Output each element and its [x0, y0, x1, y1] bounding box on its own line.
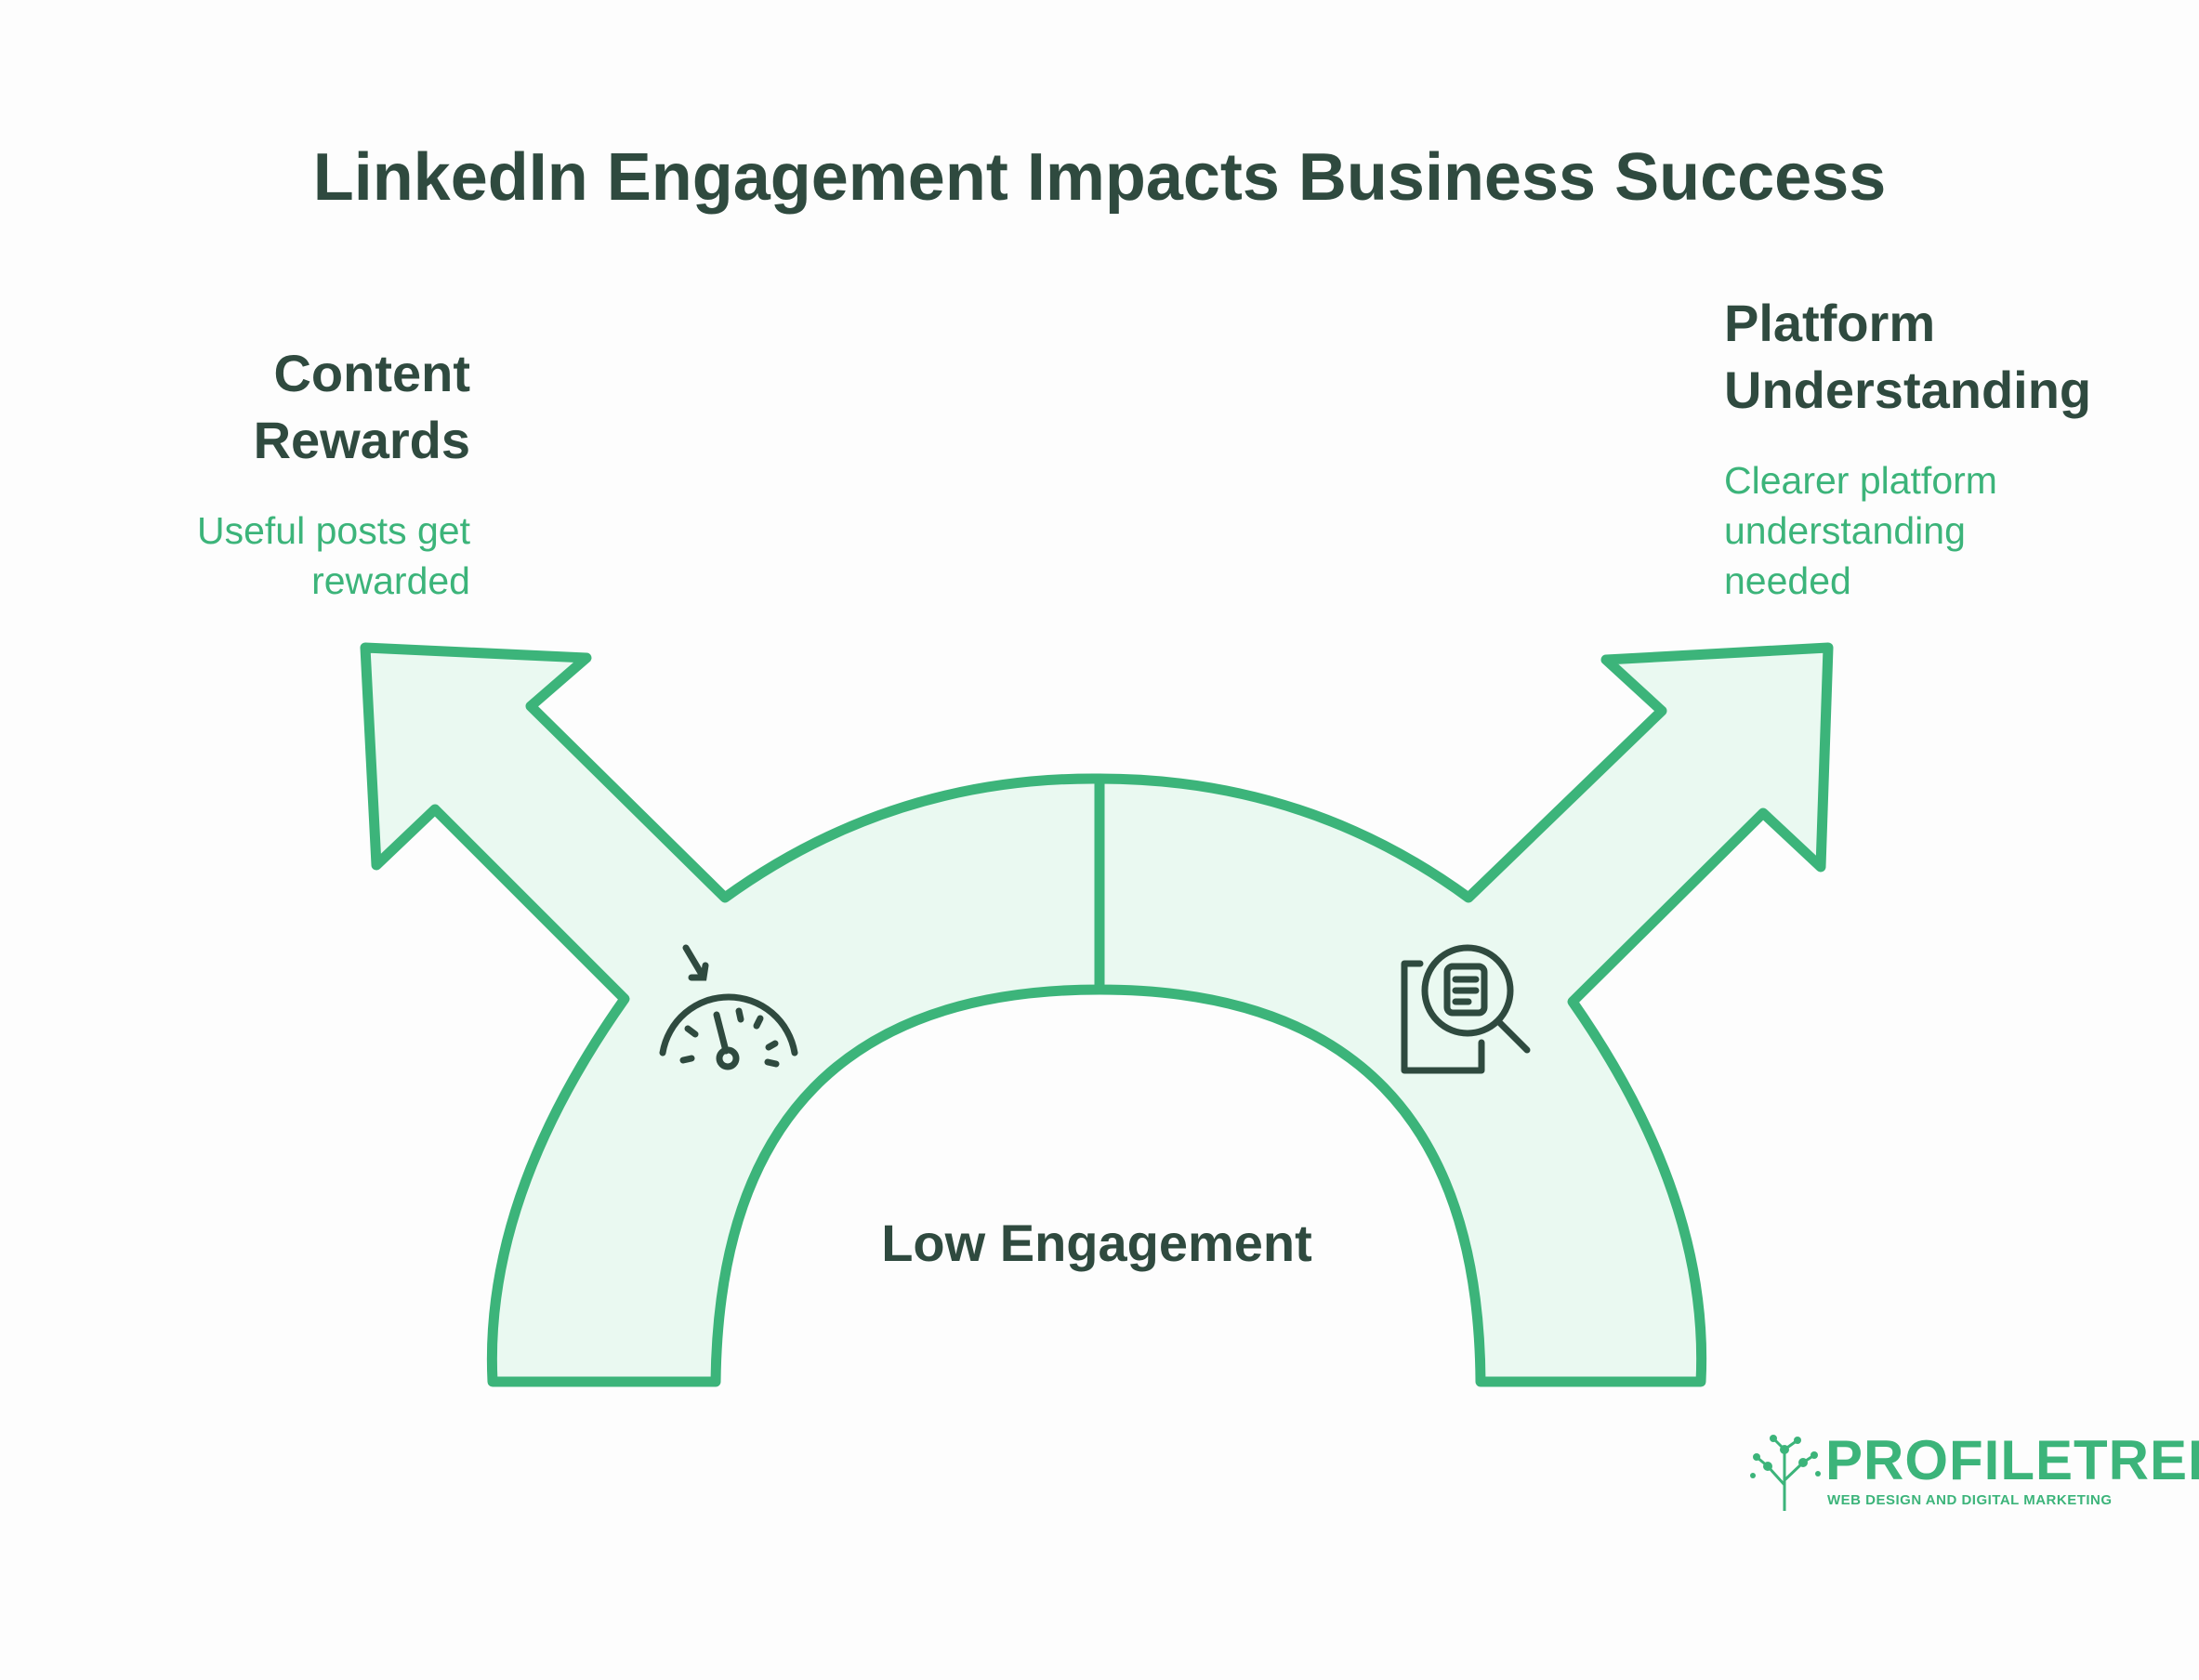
desc-line: rewarded: [311, 559, 470, 602]
logo-tagline: WEB DESIGN AND DIGITAL MARKETING: [1827, 1492, 2113, 1508]
desc-line: understanding: [1724, 509, 1966, 552]
title-line: Content: [273, 344, 470, 402]
tree-logo-icon: [1750, 1435, 1821, 1511]
title-line: Understanding: [1724, 361, 2092, 419]
desc-line: Clearer platform: [1724, 459, 1997, 502]
branch-title-content-rewards: Content Rewards: [80, 340, 470, 474]
branch-title-platform-understanding: Platform Understanding: [1724, 290, 2170, 424]
document-search-icon: [1401, 944, 1531, 1074]
desc-line: Useful posts get: [197, 509, 470, 552]
center-label-low-engagement: Low Engagement: [881, 1214, 1312, 1272]
profiletree-logo: PROFILETREE WEB DESIGN AND DIGITAL MARKE…: [1747, 1429, 2199, 1513]
gauge-icon: [659, 944, 798, 1070]
logo-name: PROFILETREE: [1825, 1429, 2199, 1491]
title-line: Platform: [1724, 294, 1936, 352]
branch-desc-platform-understanding: Clearer platform understanding needed: [1724, 455, 2096, 606]
desc-line: needed: [1724, 559, 1851, 602]
title-line: Rewards: [253, 411, 470, 469]
branch-desc-content-rewards: Useful posts get rewarded: [80, 505, 470, 606]
left-arrow-shape: [360, 642, 1105, 1387]
diagram-title: LinkedIn Engagement Impacts Business Suc…: [312, 140, 1887, 215]
